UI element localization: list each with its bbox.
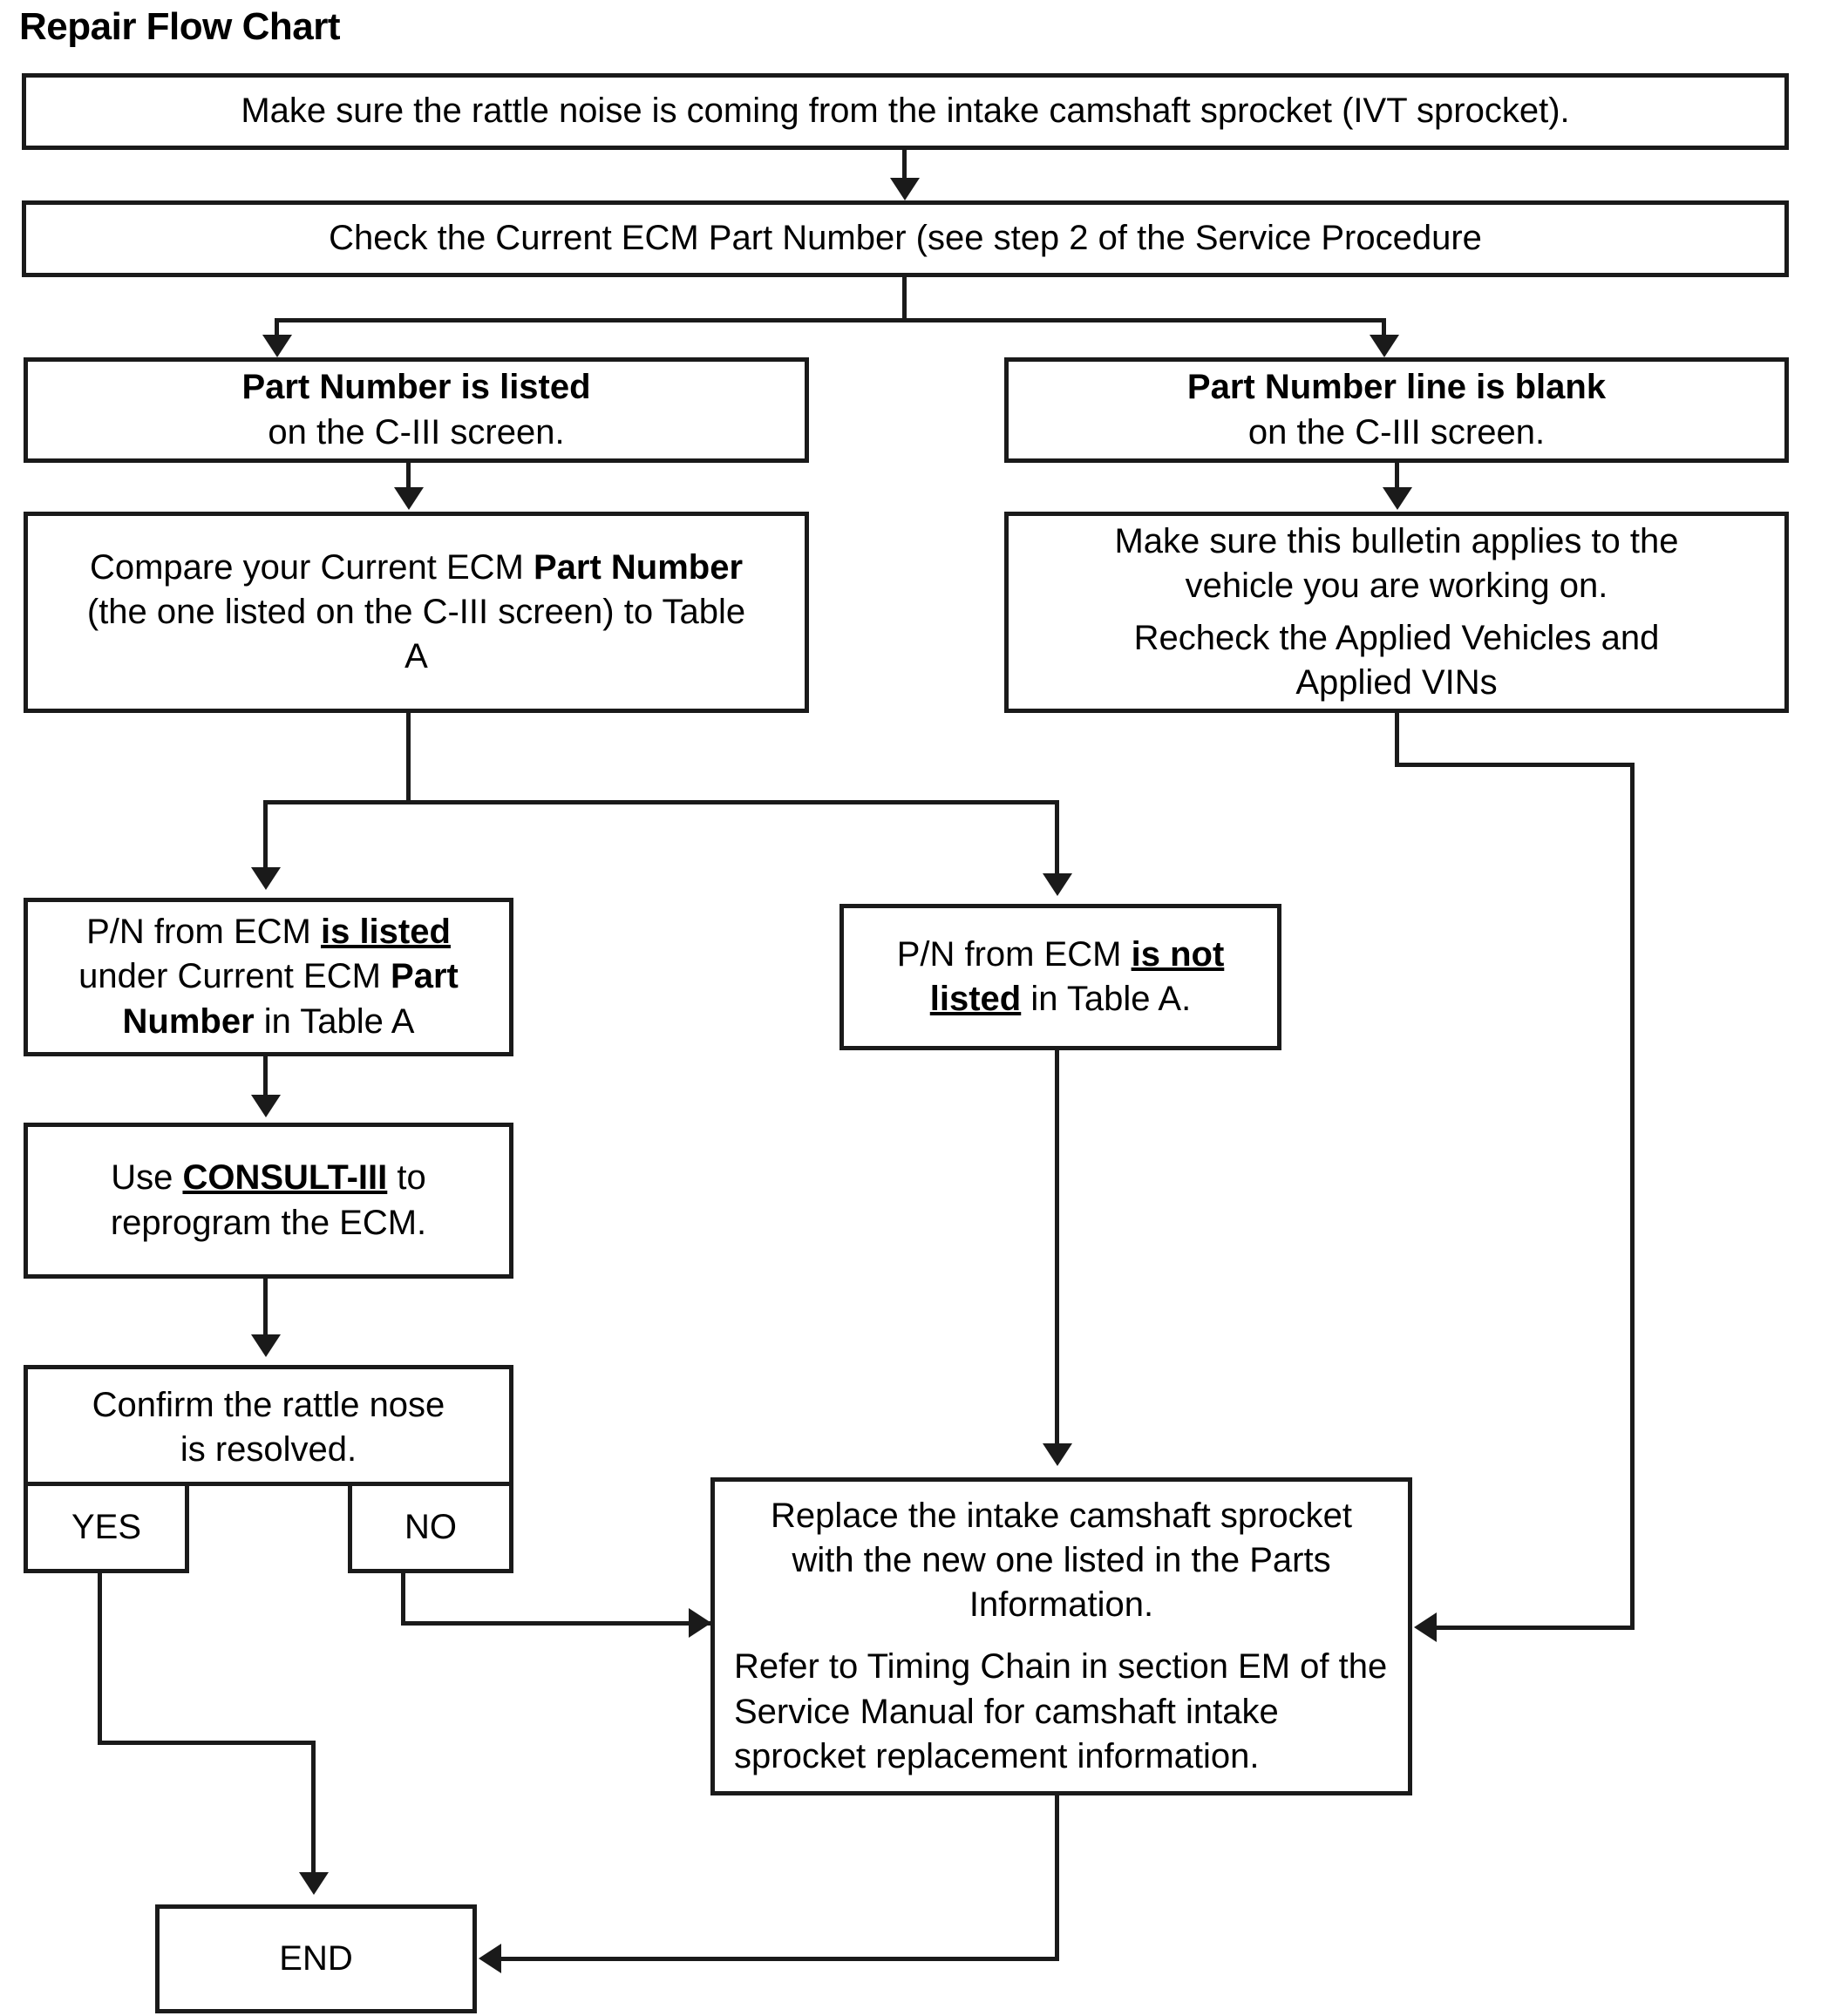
- node-pn-not-listed-in-table: P/N from ECM is not listed in Table A.: [839, 904, 1281, 1050]
- arrowhead-down: [299, 1872, 329, 1895]
- answer-yes[interactable]: YES: [24, 1482, 189, 1573]
- connector-pn-listed-to-consult: [263, 1056, 268, 1098]
- connector-blank-to-bulletin: [1395, 463, 1399, 491]
- arrowhead-down: [1043, 873, 1072, 896]
- connector-check-right-drop: [1382, 318, 1386, 340]
- connector-no-drop: [401, 1573, 405, 1626]
- node-use-consult-iii-text: Use CONSULT-III to reprogram the ECM.: [110, 1158, 427, 1242]
- node-compare-part-number-text: Compare your Current ECM Part Number (th…: [86, 547, 746, 676]
- connector-replace-to-end: [499, 1957, 1059, 1961]
- node-confirm-rattle-resolved-line1: Confirm the rattle nose: [92, 1385, 445, 1424]
- arrowhead-down: [251, 1095, 281, 1117]
- connector-yes-to-end: [311, 1741, 316, 1876]
- connector-yes-drop: [98, 1573, 102, 1745]
- arrowhead-down: [1383, 487, 1412, 510]
- node-part-number-blank-line2: on the C-III screen.: [1247, 412, 1546, 451]
- node-part-number-listed-line1: Part Number is listed: [241, 368, 591, 407]
- connector-compare-split-bar: [263, 800, 1059, 804]
- node-verify-bulletin-applies-para1: Make sure this bulletin applies to the v…: [1114, 522, 1679, 606]
- connector-consult-to-confirm: [263, 1279, 268, 1338]
- node-pn-not-listed-in-table-text: P/N from ECM is not listed in Table A.: [896, 934, 1225, 1018]
- node-verify-rattle-noise-text: Make sure the rattle noise is coming fro…: [241, 92, 1570, 131]
- node-compare-part-number: Compare your Current ECM Part Number (th…: [24, 512, 809, 713]
- connector-replace-drop: [1055, 1795, 1059, 1961]
- arrowhead-down: [890, 178, 920, 200]
- node-part-number-blank: Part Number line is blank on the C-III s…: [1004, 357, 1789, 463]
- node-pn-listed-in-table-text: P/N from ECM is listed under Current ECM…: [78, 913, 459, 1041]
- connector-bulletin-into-replace: [1434, 1626, 1635, 1630]
- node-confirm-rattle-resolved: Confirm the rattle nose is resolved.: [24, 1365, 513, 1486]
- connector-pn-not-listed-to-replace: [1055, 1050, 1059, 1447]
- arrowhead-right: [689, 1608, 711, 1638]
- arrowhead-down: [262, 335, 292, 357]
- page-title: Repair Flow Chart: [19, 5, 341, 48]
- arrowhead-left: [1414, 1612, 1437, 1642]
- connector-bulletin-stem: [1395, 713, 1399, 767]
- connector-no-right: [401, 1621, 710, 1626]
- arrowhead-down: [251, 867, 281, 890]
- node-use-consult-iii: Use CONSULT-III to reprogram the ECM.: [24, 1123, 513, 1279]
- node-verify-bulletin-applies: Make sure this bulletin applies to the v…: [1004, 512, 1789, 713]
- connector-bulletin-long-drop: [1630, 763, 1635, 1630]
- node-confirm-rattle-resolved-line2: is resolved.: [180, 1430, 357, 1469]
- node-part-number-listed-line2: on the C-III screen.: [268, 412, 565, 451]
- node-part-number-listed: Part Number is listed on the C-III scree…: [24, 357, 809, 463]
- node-end: END: [155, 1904, 477, 2013]
- node-verify-rattle-noise: Make sure the rattle noise is coming fro…: [22, 73, 1789, 150]
- node-check-ecm-part-number: Check the Current ECM Part Number (see s…: [22, 200, 1789, 277]
- arrowhead-down: [251, 1334, 281, 1357]
- node-replace-camshaft-sprocket-para2: Refer to Timing Chain in section EM of t…: [734, 1647, 1388, 1775]
- arrowhead-left: [479, 1944, 501, 1973]
- connector-listed-to-compare: [406, 463, 411, 491]
- node-part-number-blank-line1: Part Number line is blank: [1186, 368, 1607, 407]
- node-replace-camshaft-sprocket: Replace the intake camshaft sprocket wit…: [710, 1477, 1412, 1795]
- node-pn-listed-in-table: P/N from ECM is listed under Current ECM…: [24, 898, 513, 1056]
- arrowhead-down: [1043, 1443, 1072, 1466]
- connector-compare-right-drop: [1055, 800, 1059, 877]
- node-replace-camshaft-sprocket-para1: Replace the intake camshaft sprocket wit…: [770, 1497, 1352, 1625]
- connector-check-stem: [902, 277, 907, 321]
- node-check-ecm-part-number-text: Check the Current ECM Part Number (see s…: [329, 219, 1482, 258]
- connector-start-to-check: [902, 150, 907, 181]
- answer-no-label: NO: [404, 1508, 457, 1546]
- connector-check-split-bar: [275, 318, 1386, 322]
- answer-no[interactable]: NO: [348, 1482, 513, 1573]
- confirm-row-spacer: [189, 1482, 348, 1573]
- arrowhead-down: [1370, 335, 1399, 357]
- arrowhead-down: [394, 487, 424, 510]
- connector-check-left-drop: [275, 318, 279, 340]
- connector-bulletin-right-jog: [1395, 763, 1635, 767]
- answer-yes-label: YES: [71, 1508, 142, 1546]
- connector-compare-stem: [406, 713, 411, 804]
- connector-yes-right: [98, 1741, 316, 1745]
- node-end-label: END: [279, 1938, 353, 1978]
- confirm-answer-row: YES NO: [24, 1482, 513, 1573]
- connector-compare-left-drop: [263, 800, 268, 872]
- node-verify-bulletin-applies-para2: Recheck the Applied Vehicles and Applied…: [1133, 618, 1660, 702]
